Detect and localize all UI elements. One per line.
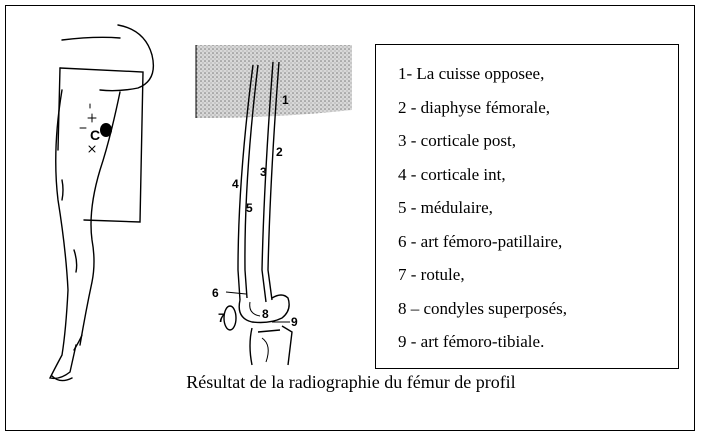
callout-1: 1	[282, 93, 289, 107]
leader-6	[226, 292, 246, 294]
condyle-inner	[250, 302, 260, 316]
marker-dot	[100, 123, 112, 137]
patient-leg-sketch	[50, 25, 153, 381]
callout-8: 8	[262, 307, 269, 321]
central-ray-cross	[88, 114, 96, 122]
tibia-posterior	[250, 328, 252, 365]
legend-item: 1- La cuisse opposee,	[398, 57, 678, 91]
legend-item: 3 - corticale post,	[398, 124, 678, 158]
callout-4: 4	[232, 177, 239, 191]
thigh-crease	[62, 180, 63, 200]
leg-front-outline	[50, 90, 76, 378]
tibial-plateau	[258, 330, 280, 332]
legend-item: 4 - corticale int,	[398, 158, 678, 192]
patella-outline	[224, 306, 236, 330]
patient-marker-label: C	[90, 127, 100, 143]
legend-item: 2 - diaphyse fémorale,	[398, 91, 678, 125]
legend-item: 6 - art fémoro-patillaire,	[398, 225, 678, 259]
callout-5: 5	[246, 201, 253, 215]
direction-cross	[89, 146, 95, 152]
callout-3: 3	[260, 165, 267, 179]
hip-outline	[100, 25, 153, 91]
legend-item: 8 – condyles superposés,	[398, 292, 678, 326]
torso-line	[62, 37, 120, 40]
legend-item: 5 - médulaire,	[398, 191, 678, 225]
fibula-line	[262, 338, 268, 362]
legend-list: 1- La cuisse opposee, 2 - diaphyse fémor…	[376, 45, 678, 359]
callout-6: 6	[212, 286, 219, 300]
callout-7: 7	[218, 311, 225, 325]
callout-2: 2	[276, 145, 283, 159]
legend-item: 7 - rotule,	[398, 258, 678, 292]
figure-caption: Résultat de la radiographie du fémur de …	[0, 372, 702, 393]
legend-item: 9 - art fémoro-tibiale.	[398, 325, 678, 359]
tibia-anterior	[282, 326, 292, 365]
film-plate	[60, 68, 143, 222]
legend-box: 1- La cuisse opposee, 2 - diaphyse fémor…	[375, 44, 679, 369]
knee-crease	[74, 250, 77, 272]
opposite-thigh-shading	[196, 45, 352, 118]
callout-9: 9	[291, 315, 298, 329]
